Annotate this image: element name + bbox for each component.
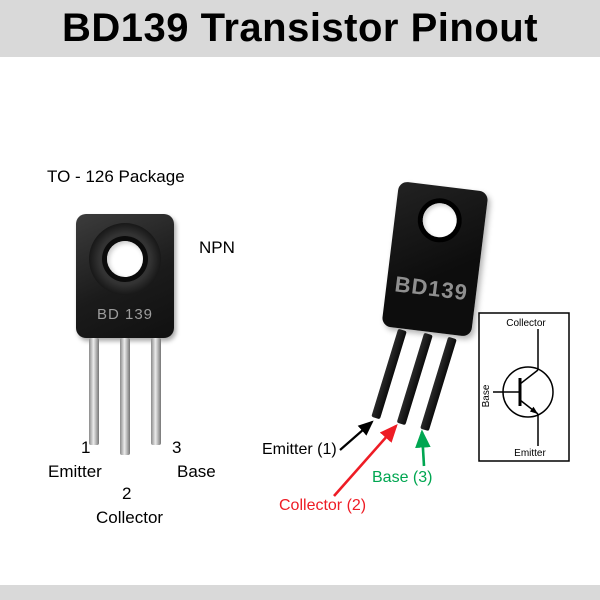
mounting-hole: [107, 241, 143, 277]
emitter-arrow: [339, 420, 374, 451]
left-leg-collector: [120, 338, 130, 455]
schematic-border: [478, 312, 570, 462]
collector-arrow: [333, 424, 398, 497]
collector-pin-label: Collector (2): [279, 497, 367, 514]
left-body-marking: BD 139: [96, 306, 154, 323]
pin-arrows: [333, 420, 431, 497]
left-leg-base: [151, 338, 161, 445]
page-title: BD139 Transistor Pinout: [61, 6, 539, 50]
right-mounting-hole: [420, 201, 459, 240]
symbol-collector-diagonal: [519, 369, 539, 385]
symbol-emitter-arrowhead: [529, 406, 538, 414]
pin2-number: 2: [122, 484, 132, 503]
npn-schematic: Collector Base Emitter: [478, 312, 570, 462]
package-label: TO - 126 Package: [47, 167, 185, 186]
left-leg-emitter: [89, 338, 99, 445]
emitter-pin-label: Emitter (1): [262, 441, 337, 458]
pin1-name: Emitter: [48, 462, 102, 481]
schematic-base-label: Base: [481, 384, 492, 407]
pin2-name: Collector: [96, 508, 164, 527]
pin3-number: 3: [172, 438, 182, 457]
schematic-collector-label: Collector: [506, 318, 546, 329]
left-transistor-body: BD 139: [76, 214, 174, 338]
right-body-marking: BD139: [393, 271, 470, 306]
right-transistor-body: BD139: [381, 181, 489, 337]
base-arrow: [415, 429, 431, 467]
base-pin-label: Base (3): [372, 469, 433, 486]
footer-bar: [0, 585, 600, 600]
schematic-emitter-label: Emitter: [514, 448, 546, 459]
title-bar: BD139 Transistor Pinout: [0, 0, 600, 57]
transistor-type-label: NPN: [199, 238, 235, 257]
pin1-number: 1: [81, 438, 91, 457]
pin3-name: Base: [177, 462, 216, 481]
